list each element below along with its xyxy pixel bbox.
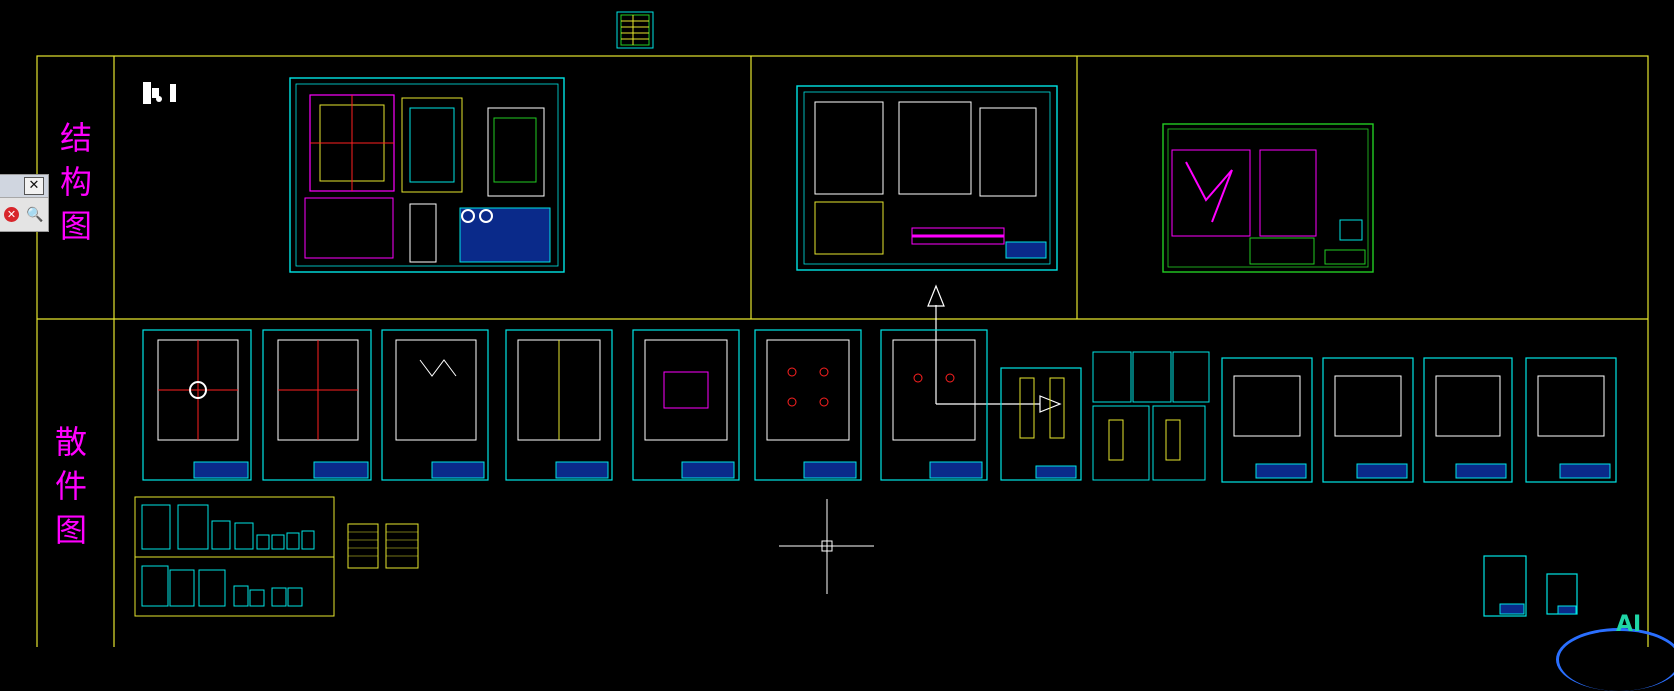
assembly-sheet-1[interactable] — [289, 77, 565, 273]
part-sheet-2[interactable] — [262, 329, 372, 481]
part-sheet-10[interactable] — [1322, 357, 1414, 483]
part-sheet-4[interactable] — [505, 329, 613, 481]
index-sheet-thumbnail[interactable] — [616, 11, 654, 49]
parts-label-char-2: 件 — [54, 467, 87, 505]
model-space[interactable] — [0, 0, 1674, 657]
structure-drawings[interactable] — [289, 77, 1374, 273]
blank-sheets[interactable] — [1483, 555, 1578, 617]
part-sheet-8[interactable] — [1000, 367, 1082, 481]
part-sheet-12[interactable] — [1525, 357, 1617, 483]
bom-tables[interactable] — [347, 523, 419, 569]
parts-label-char-1: 散 — [54, 423, 87, 461]
floating-tool-palette[interactable]: ✕ ✕ 🔍 — [0, 174, 49, 232]
structure-label-char-1: 结 — [59, 119, 92, 157]
part-sheet-5[interactable] — [632, 329, 740, 481]
part-sheet-6[interactable] — [754, 329, 862, 481]
structure-section-label: 结 构 图 — [56, 116, 96, 248]
ai-badge[interactable]: AI — [1616, 612, 1642, 637]
assembly-sheet-2[interactable] — [796, 85, 1058, 271]
assistant-ring-icon[interactable] — [1556, 628, 1674, 691]
structure-label-char-3: 图 — [59, 207, 92, 245]
crosshair-cursor-icon — [779, 499, 874, 594]
part-sheet-7[interactable] — [880, 329, 988, 481]
assembly-sheet-3[interactable] — [1162, 123, 1374, 273]
small-parts-group[interactable] — [134, 496, 335, 617]
close-icon[interactable]: ✕ — [24, 177, 44, 195]
part-sheet-3[interactable] — [381, 329, 489, 481]
layout-frame — [36, 55, 1649, 657]
part-sheet-9[interactable] — [1221, 357, 1313, 483]
part-icons — [143, 82, 176, 104]
part-sheet-11[interactable] — [1423, 357, 1513, 483]
magnifier-icon[interactable]: 🔍 — [26, 207, 44, 223]
parts-section-label: 散 件 图 — [51, 420, 91, 552]
part-sheet-group-small[interactable] — [1092, 351, 1210, 481]
structure-label-char-2: 构 — [59, 163, 92, 201]
part-sheet-1[interactable] — [142, 329, 252, 481]
error-icon[interactable]: ✕ — [4, 207, 19, 222]
parts-label-char-3: 图 — [54, 511, 87, 549]
parts-drawings[interactable] — [142, 329, 1617, 483]
palette-title-bar[interactable]: ✕ — [0, 175, 48, 198]
ucs-arrow-icon — [927, 284, 1062, 413]
